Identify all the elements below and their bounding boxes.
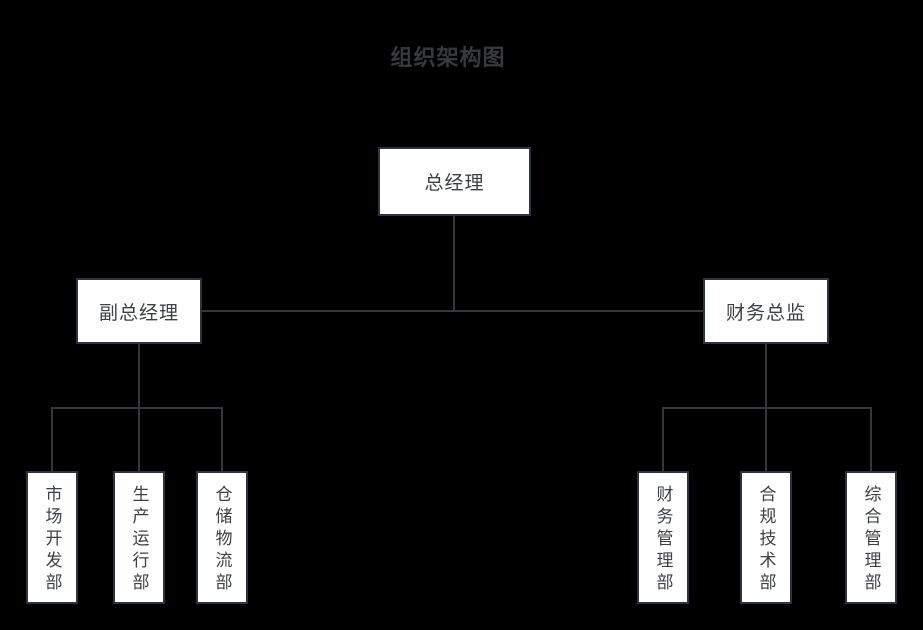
node-dept-compliance-technology: 合规技术部 (740, 471, 792, 604)
node-dept-general-management: 综合管理部 (845, 471, 897, 604)
connector-right-manager-drop (765, 344, 767, 409)
connector-left-branch (51, 407, 223, 409)
node-finance-director: 财务总监 (703, 278, 829, 344)
node-dept-production-operations-label: 生产运行部 (129, 485, 149, 595)
node-dept-market-development: 市场开发部 (26, 471, 78, 604)
connector-left-dept-drop-3 (221, 407, 223, 471)
node-deputy-general-manager: 副总经理 (76, 278, 202, 344)
connector-right-dept-drop-1 (662, 407, 664, 471)
node-dept-finance-management-label: 财务管理部 (653, 485, 673, 595)
connector-left-dept-drop-2 (138, 407, 140, 471)
connector-left-manager-drop (138, 344, 140, 409)
node-dept-warehouse-logistics: 仓储物流部 (196, 471, 248, 604)
connector-right-dept-drop-2 (765, 407, 767, 471)
node-dept-market-development-label: 市场开发部 (42, 485, 62, 595)
page-title: 组织架构图 (390, 45, 506, 70)
node-general-manager-label: 总经理 (424, 173, 485, 194)
node-finance-director-label: 财务总监 (725, 302, 806, 324)
node-general-manager: 总经理 (378, 147, 531, 216)
node-deputy-general-manager-label: 副总经理 (98, 302, 179, 324)
node-dept-general-management-label: 综合管理部 (861, 485, 881, 595)
connector-right-branch (662, 407, 872, 409)
node-dept-finance-management: 财务管理部 (637, 471, 689, 604)
node-dept-compliance-technology-label: 合规技术部 (756, 485, 776, 595)
connector-left-dept-drop-1 (51, 407, 53, 471)
connector-root-drop (453, 216, 455, 312)
node-dept-production-operations: 生产运行部 (113, 471, 165, 604)
connector-right-dept-drop-3 (870, 407, 872, 471)
connector-main-horizontal (202, 310, 703, 312)
node-dept-warehouse-logistics-label: 仓储物流部 (212, 485, 232, 595)
